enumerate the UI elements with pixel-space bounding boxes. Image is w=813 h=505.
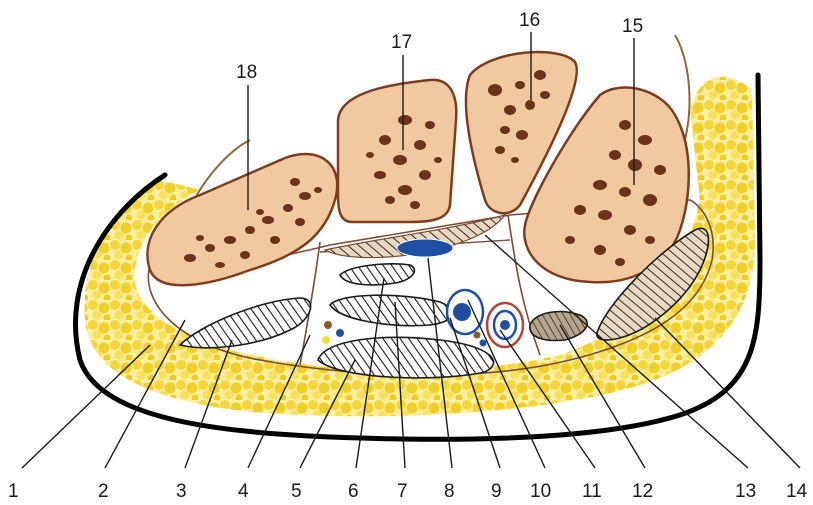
label-2: 2 xyxy=(98,481,109,502)
label-17: 17 xyxy=(391,32,412,53)
label-6: 6 xyxy=(348,481,359,502)
label-13: 13 xyxy=(735,481,756,502)
bottom-labels: 1 2 3 4 5 6 7 8 9 10 11 12 13 14 xyxy=(8,481,808,502)
label-8: 8 xyxy=(444,481,455,502)
label-14: 14 xyxy=(786,481,808,502)
structure-12-muscle xyxy=(530,312,587,341)
label-9: 9 xyxy=(491,481,502,502)
label-18: 18 xyxy=(236,62,257,83)
structure-9-vessel xyxy=(397,239,453,257)
label-3: 3 xyxy=(176,481,187,502)
label-5: 5 xyxy=(291,481,302,502)
label-16: 16 xyxy=(519,10,540,31)
label-7: 7 xyxy=(397,481,408,502)
label-11: 11 xyxy=(582,481,602,502)
structure-11-vessel xyxy=(487,303,523,347)
bone-18 xyxy=(147,154,337,285)
label-1: 1 xyxy=(8,481,19,502)
structure-3-tendon xyxy=(180,298,311,348)
structure-7-tendon xyxy=(340,264,414,285)
top-labels: 18 17 16 15 xyxy=(236,10,643,83)
label-12: 12 xyxy=(632,481,653,502)
bone-17 xyxy=(338,80,456,222)
label-4: 4 xyxy=(238,481,249,502)
label-15: 15 xyxy=(622,16,643,37)
label-10: 10 xyxy=(530,481,551,502)
